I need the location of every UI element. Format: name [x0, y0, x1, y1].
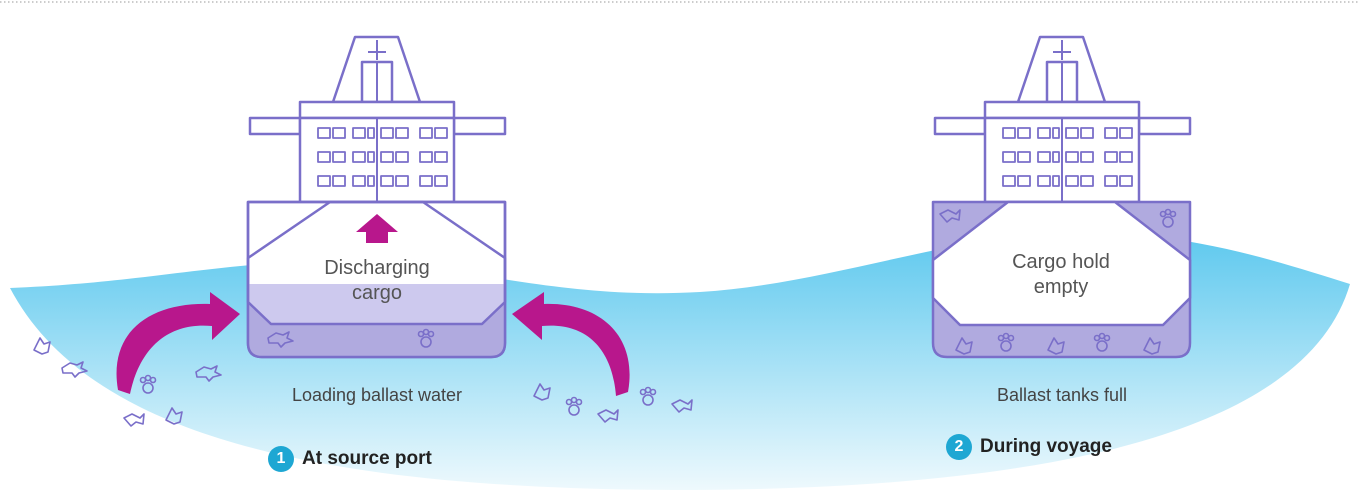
- ship-2-hold-label-line2: empty: [1033, 276, 1089, 298]
- ship-1-cargo-remaining: [248, 284, 505, 324]
- ship-1-caption: Loading ballast water: [291, 385, 463, 405]
- discharge-arrow: [356, 214, 398, 243]
- ship-1-tank-organisms: [267, 328, 435, 348]
- step-1-badge: 1: [268, 446, 294, 472]
- step-2-label: 2 During voyage: [946, 434, 1112, 460]
- step-1-text: At source port: [302, 448, 432, 469]
- step-2-text: During voyage: [980, 436, 1112, 457]
- step-1-label: 1 At source port: [268, 446, 432, 472]
- step-2-badge: 2: [946, 434, 972, 460]
- ship-1-hold-label-line1: Discharging: [324, 257, 430, 279]
- ship-2-caption: Ballast tanks full: [996, 385, 1128, 405]
- ship-2-windows: [1002, 127, 1133, 187]
- sea-organisms: [33, 337, 693, 427]
- ship-1-windows: [317, 127, 448, 187]
- ship-2-tank-organisms: [939, 208, 1177, 355]
- ship-2-cargo-hold: [931, 200, 1192, 327]
- ship-2-hold-label: Cargo hold empty: [986, 250, 1136, 300]
- ship-1-hold-label-line2: cargo: [351, 282, 403, 304]
- ship-1-cargo-hold: [246, 200, 507, 326]
- intake-arrow-left: [116, 292, 240, 394]
- intake-arrow-right: [512, 292, 630, 396]
- ship-during-voyage: [931, 35, 1192, 359]
- ship-1-hold-label: Discharging cargo: [302, 256, 452, 306]
- ship-2-hold-label-line1: Cargo hold: [1012, 251, 1110, 273]
- ship-at-source-port: [246, 35, 507, 359]
